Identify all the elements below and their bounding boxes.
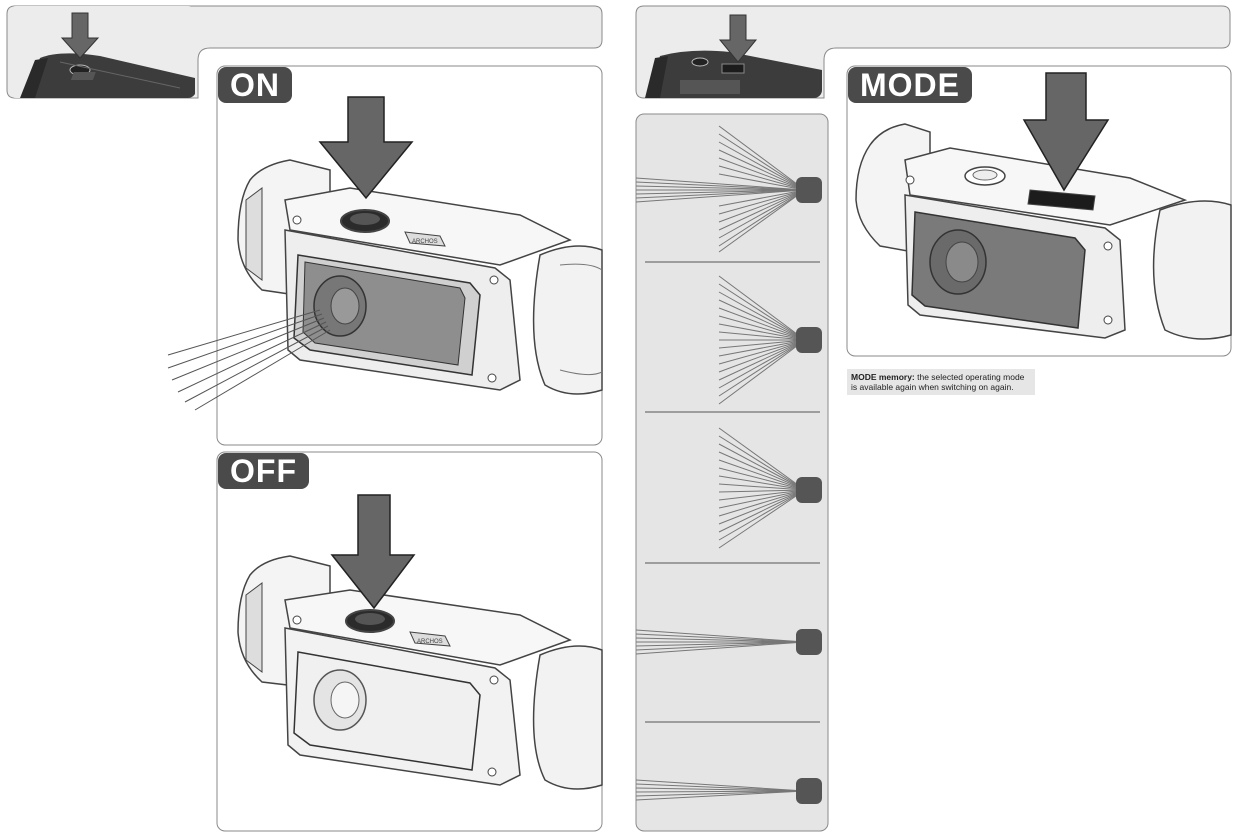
svg-text:ARCHOS: ARCHOS — [412, 239, 438, 245]
mode-memory-title: MODE memory: — [851, 372, 915, 382]
beam-mode-1-wide-plus-spot — [635, 125, 822, 253]
beam-mode-4-spot — [635, 629, 822, 655]
on-label-badge: ON — [218, 67, 292, 103]
mode-device-drawing — [855, 123, 1232, 340]
off-press-arrow-icon — [330, 494, 416, 610]
left-thumb-arrow-icon — [60, 12, 100, 59]
on-light-rays — [167, 309, 331, 411]
off-label-badge: OFF — [218, 453, 309, 489]
svg-text:ARCHOS: ARCHOS — [417, 639, 443, 645]
off-device-drawing: ARCHOS — [237, 555, 603, 790]
mode-memory-note: MODE memory: the selected operating mode… — [847, 369, 1035, 395]
left-thumbnail-device — [10, 6, 196, 98]
beam-mode-3-medium-flood — [718, 427, 822, 549]
on-device-drawing: ARCHOS — [237, 159, 603, 395]
beam-mode-dividers — [645, 261, 820, 723]
beam-mode-2-wide-flood — [718, 275, 822, 405]
mode-press-arrow-icon — [1022, 72, 1110, 192]
mode-memory-text: the selected operating mode is available… — [851, 372, 1025, 392]
on-press-arrow-icon — [318, 96, 414, 200]
right-thumb-arrow-icon — [718, 14, 758, 63]
beam-modes-panel — [635, 113, 829, 832]
mode-label-badge: MODE — [848, 67, 972, 103]
beam-mode-5-narrow-spot — [635, 778, 822, 804]
right-thumbnail-device — [645, 50, 822, 98]
